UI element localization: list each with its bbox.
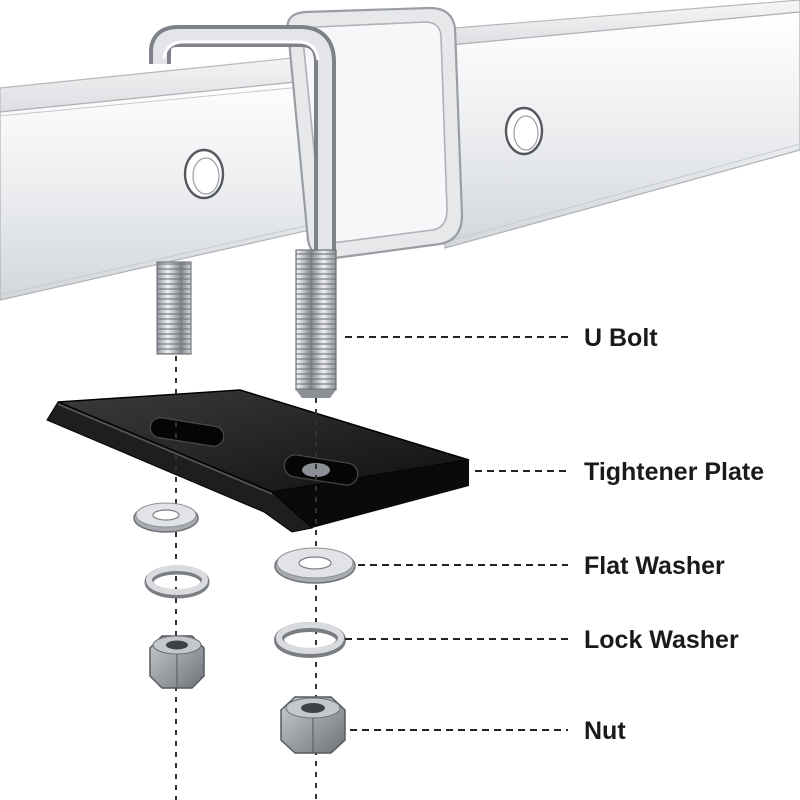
nut-left: [149, 635, 205, 689]
lock-washer-right: [274, 622, 346, 658]
flat-washer-left: [133, 502, 199, 533]
tightener-plate: [46, 389, 470, 533]
label-nut: Nut: [584, 717, 626, 745]
flat-washer-right: [274, 547, 356, 584]
label-lock-washer: Lock Washer: [584, 626, 739, 654]
label-u-bolt: U Bolt: [584, 324, 658, 352]
label-flat-washer: Flat Washer: [584, 552, 725, 580]
pin-hole-right: [504, 106, 544, 156]
nut-right: [280, 696, 346, 754]
lock-washer-left: [144, 565, 210, 599]
label-tightener-plate: Tightener Plate: [584, 458, 764, 486]
receiver-tube: [0, 0, 800, 301]
pin-hole-left: [183, 148, 225, 200]
u-bolt: [149, 25, 337, 398]
